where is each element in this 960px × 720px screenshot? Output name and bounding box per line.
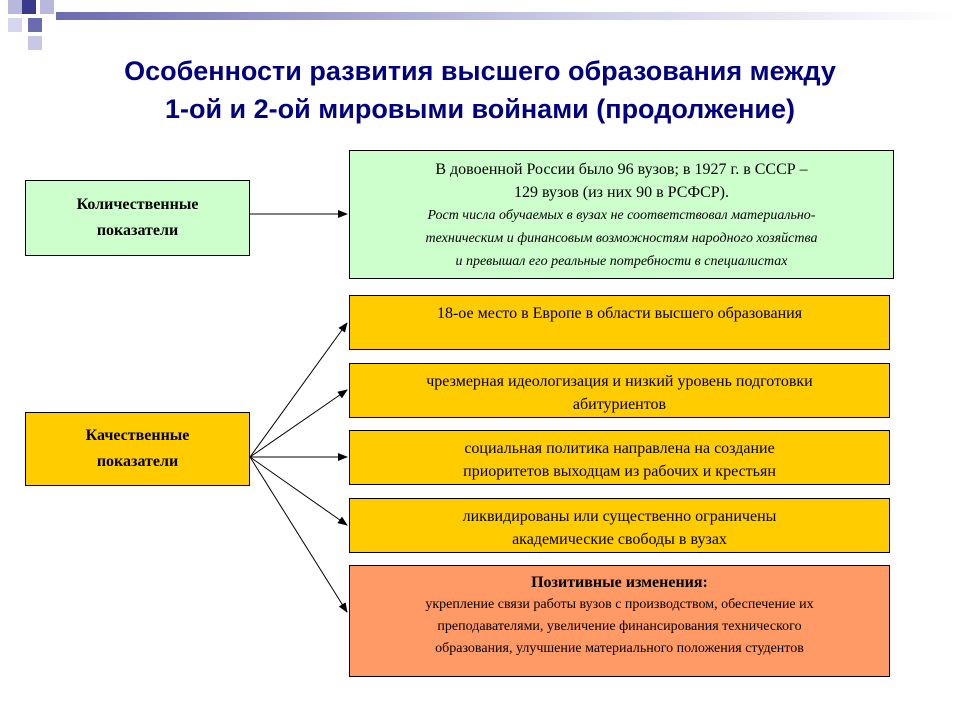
item-2-line-2: абитуриентов xyxy=(572,396,667,413)
item-2-line-1: чрезмерная идеологизация и низкий уровен… xyxy=(426,373,813,390)
arrow-to-item-4 xyxy=(249,456,348,526)
item-4-line-2: академические свободы в вузах xyxy=(512,531,727,548)
positive-line-1: укрепление связи работы вузов с производ… xyxy=(425,597,814,612)
qualitative-label-line-2: показатели xyxy=(96,453,179,470)
arrow-to-item-1 xyxy=(249,322,348,458)
quantitative-italic-line-1: Рост числа обучаемых в вузах не соответс… xyxy=(427,208,816,223)
title-line-1: Особенности развития высшего образования… xyxy=(124,56,836,86)
arrow-to-positive xyxy=(249,456,348,613)
quantitative-text-line-2: 129 вузов (из них 90 в РСФСР). xyxy=(514,184,729,201)
quantitative-label-line-2: показатели xyxy=(96,222,179,239)
qualitative-label-box: Качественные показатели xyxy=(25,412,250,486)
quantitative-italic-line-3: и превышал его реальные потребности в сп… xyxy=(455,254,788,269)
quantitative-content-box: В довоенной России было 96 вузов; в 1927… xyxy=(349,150,894,279)
title-line-2: 1-ой и 2-ой мировыми войнами (продолжени… xyxy=(164,94,796,124)
positive-changes-box: Позитивные изменения: укрепление связи р… xyxy=(349,565,890,677)
positive-line-2: преподавателями, увеличение финансирован… xyxy=(437,619,802,634)
qualitative-label-line-1: Качественные xyxy=(85,427,190,444)
qualitative-item-3: социальная политика направлена на создан… xyxy=(349,430,890,485)
header-decoration xyxy=(8,0,960,50)
qualitative-item-1: 18-ое место в Европе в области высшего о… xyxy=(349,295,890,350)
quantitative-italic-line-2: техническим и финансовым возможностям на… xyxy=(425,231,818,246)
quantitative-text-line-1: В довоенной России было 96 вузов; в 1927… xyxy=(435,161,808,178)
item-1-line-1: 18-ое место в Европе в области высшего о… xyxy=(436,305,803,322)
qualitative-item-2: чрезмерная идеологизация и низкий уровен… xyxy=(349,363,890,418)
quantitative-label-box: Количественные показатели xyxy=(25,180,250,256)
item-3-line-2: приоритетов выходцам из рабочих и кресть… xyxy=(463,463,776,480)
page-title: Особенности развития высшего образования… xyxy=(0,52,960,128)
quantitative-label-line-1: Количественные xyxy=(76,196,199,213)
item-4-line-1: ликвидированы или существенно ограничены xyxy=(462,508,777,525)
positive-line-3: образования, улучшение материального пол… xyxy=(435,641,804,656)
item-3-line-1: социальная политика направлена на создан… xyxy=(464,440,775,457)
positive-heading: Позитивные изменения: xyxy=(531,574,708,591)
qualitative-item-4: ликвидированы или существенно ограничены… xyxy=(349,498,890,553)
arrow-to-item-2 xyxy=(249,389,348,458)
